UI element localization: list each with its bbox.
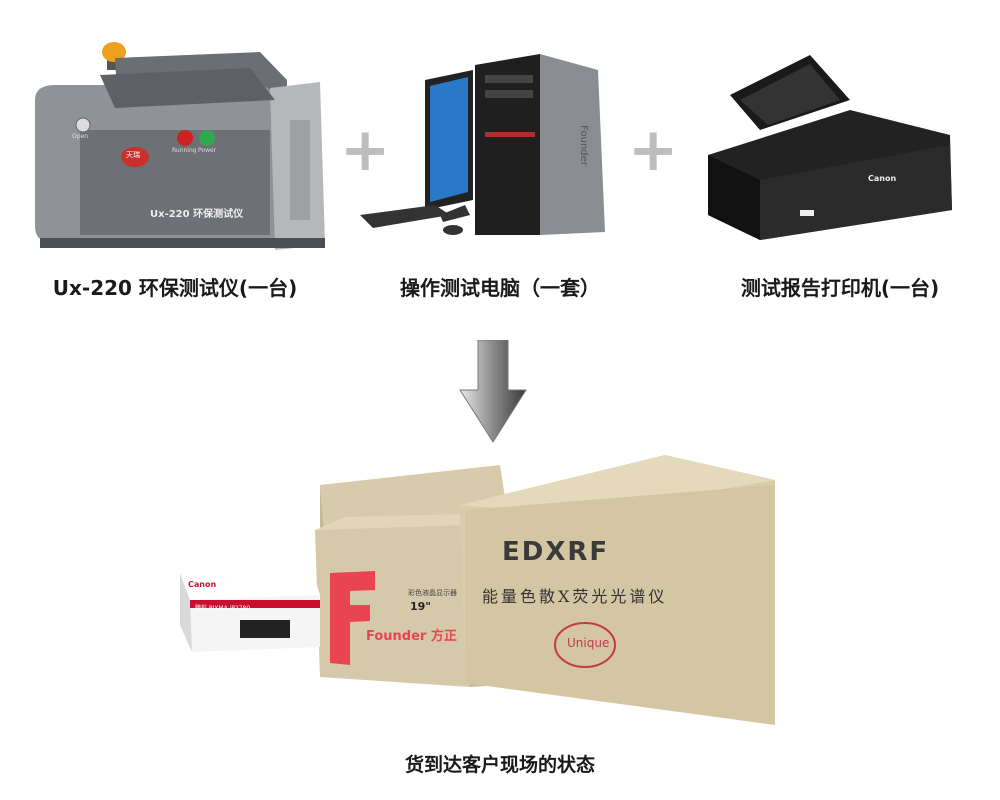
edxrf-logo: Unique bbox=[567, 636, 610, 650]
edxrf-subtitle: 能量色散X荧光光谱仪 bbox=[482, 587, 668, 606]
down-arrow-icon bbox=[459, 340, 527, 443]
computer-caption: 操作测试电脑（一套） bbox=[400, 276, 600, 300]
instrument-open-label: Open bbox=[72, 133, 89, 140]
edxrf-title: EDXRF bbox=[502, 537, 610, 567]
instrument-model-label: Ux-220 环保测试仪 bbox=[150, 209, 244, 220]
computer-brand-label: Founder bbox=[577, 125, 589, 166]
printer-caption: 测试报告打印机(一台) bbox=[740, 276, 940, 300]
plus-sign-1: + bbox=[340, 115, 391, 185]
founder-box-brand: Founder 方正 bbox=[366, 625, 457, 644]
computer-image bbox=[360, 54, 605, 235]
canon-box-brand: Canon bbox=[188, 580, 217, 589]
canon-box-model: 腾彩 PIXMA iP2780 bbox=[195, 605, 251, 612]
instrument-badge: 天瑞 bbox=[126, 151, 140, 159]
founder-brand-cn: 方正 bbox=[430, 629, 457, 644]
instrument-power-label: Power bbox=[198, 147, 217, 154]
founder-brand-en: Founder bbox=[366, 629, 427, 644]
printer-brand-label: Canon bbox=[868, 174, 897, 183]
instrument-running-label: Running bbox=[172, 147, 197, 154]
plus-sign-2: + bbox=[628, 115, 679, 185]
instrument-caption: Ux-220 环保测试仪(一台) bbox=[52, 276, 298, 300]
instrument-image bbox=[35, 42, 325, 250]
founder-size-label: 19" bbox=[410, 600, 432, 613]
founder-spec-label: 彩色液晶显示器 bbox=[408, 589, 457, 597]
printer-image bbox=[708, 55, 952, 240]
boxes-image bbox=[180, 455, 775, 725]
bottom-caption: 货到达客户现场的状态 bbox=[404, 754, 595, 776]
